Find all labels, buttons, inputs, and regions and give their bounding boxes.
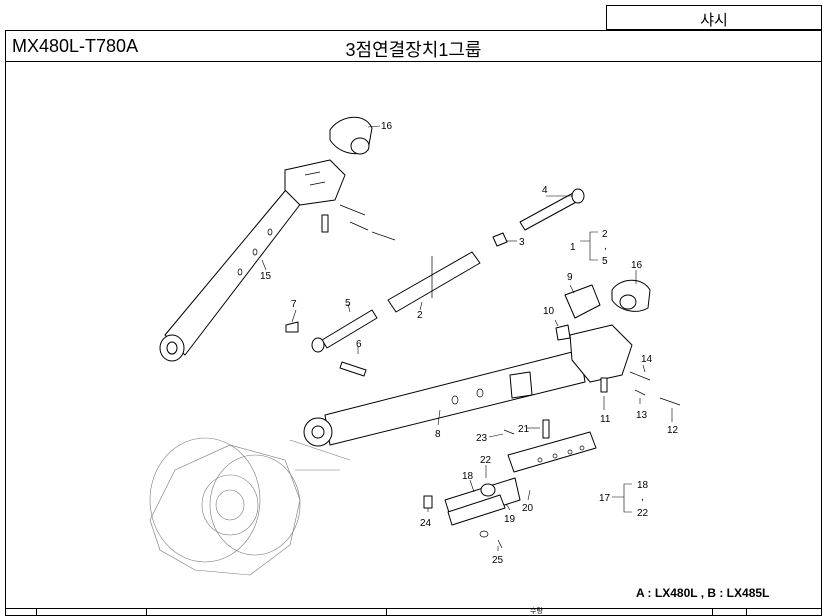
callout-label: 2 [417, 310, 423, 321]
callout-label: 14 [641, 354, 653, 365]
callout-label: 2 [602, 229, 608, 240]
callout-label: 16 [631, 260, 643, 271]
callout-label: 5 [602, 256, 608, 267]
footer-cell-divider [746, 609, 747, 615]
callout-label: 11 [600, 414, 611, 425]
lower-link-left [159, 159, 346, 362]
callout-label: 15 [260, 271, 272, 282]
callout-label: 12 [667, 425, 679, 436]
callout-label: 22 [480, 455, 492, 466]
variant-note: A : LX480L , B : LX485L [636, 586, 770, 600]
check-chain-cap [329, 116, 373, 155]
callout-label: 23 [476, 433, 488, 444]
top-link-body [387, 251, 481, 313]
footer-table-edge [6, 608, 821, 615]
leader-lines [261, 125, 673, 551]
lower-link-right [303, 324, 633, 447]
callout-label: , [641, 492, 644, 503]
footer-cell-divider [712, 609, 713, 615]
footer-cell-divider [36, 609, 37, 615]
callout-label: 18 [637, 480, 649, 491]
callout-label: 24 [420, 518, 432, 529]
callout-label: 19 [504, 514, 516, 525]
callout-label: 18 [462, 471, 474, 482]
page-title: 3점연결장치1그룹 [345, 40, 482, 60]
callout-label: 17 [599, 493, 611, 504]
callout-label: 13 [636, 410, 648, 421]
callout-label: , [604, 241, 607, 252]
transmission-housing-outline [149, 437, 351, 576]
callout-label: 20 [522, 503, 534, 514]
header-divider [6, 61, 821, 62]
callout-label: 16 [381, 121, 393, 132]
footer-cell-divider [146, 609, 147, 615]
section-label: 샤시 [700, 12, 728, 29]
callout-label: 10 [543, 306, 555, 317]
section-box: 샤시 [606, 5, 822, 30]
stabilizer-bar [444, 431, 597, 526]
callout-label: 4 [542, 185, 548, 196]
footer-cell-divider [386, 609, 387, 615]
footer-cut-text: 수량 [530, 608, 543, 615]
callout-labels: 16 15 7 5 6 4 3 2 1 2 , 5 9 16 10 14 13 … [260, 121, 679, 566]
callout-label: 22 [637, 508, 649, 519]
callout-label: 3 [519, 237, 525, 248]
callout-label: 7 [291, 299, 297, 310]
callout-label: 8 [435, 429, 441, 440]
callout-label: 6 [356, 339, 362, 350]
callout-label: 5 [345, 298, 351, 309]
callout-label: 21 [518, 424, 530, 435]
callout-label: 1 [570, 242, 576, 253]
top-link-rod [519, 188, 585, 231]
callout-label: 9 [567, 272, 573, 283]
model-number: MX480L-T780A [12, 36, 139, 56]
callout-label: 25 [492, 555, 504, 566]
